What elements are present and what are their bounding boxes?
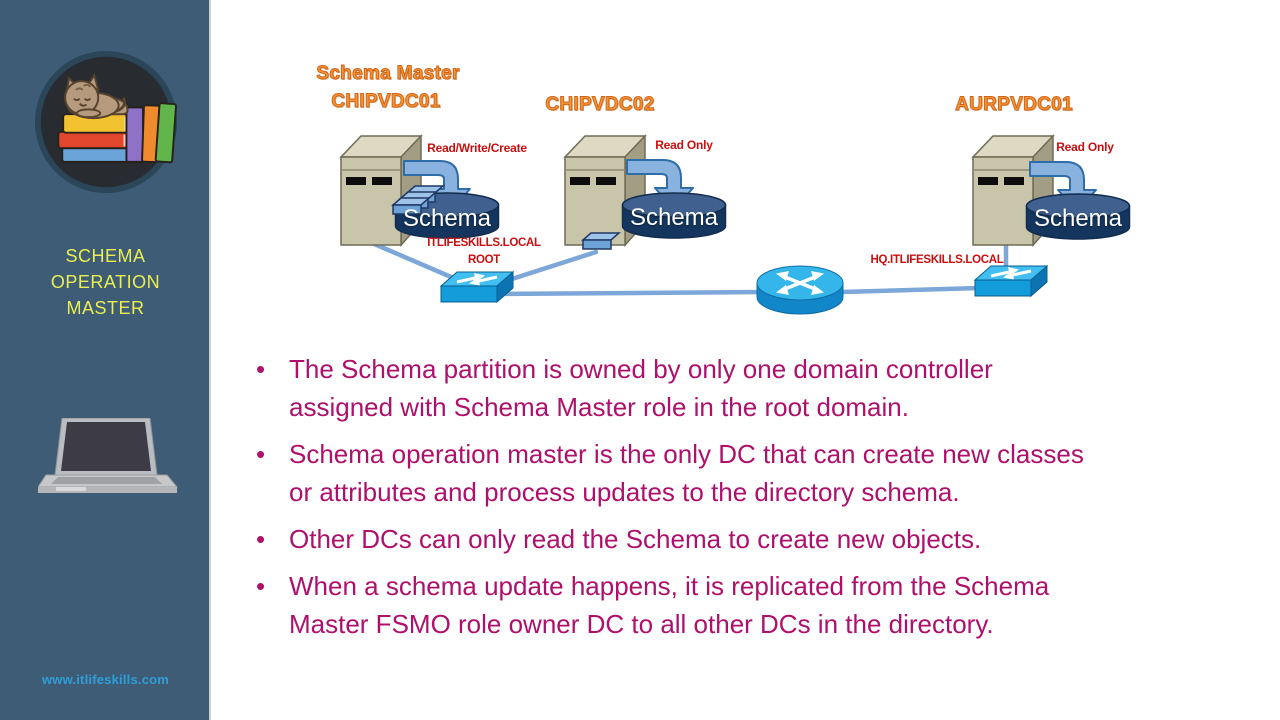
server1-access-label: Read/Write/Create <box>427 141 527 155</box>
bullet-item: Other DCs can only read the Schema to cr… <box>256 520 1186 558</box>
bullet-text: When a schema update happens, it is repl… <box>289 571 1050 601</box>
bullet-item: Schema operation master is the only DC t… <box>256 435 1186 511</box>
laptop-svg <box>37 417 179 493</box>
laptop-image <box>37 417 179 503</box>
network-diagram <box>340 135 1131 316</box>
sidebar-title: SCHEMA OPERATION MASTER <box>0 243 211 321</box>
bullet-item: When a schema update happens, it is repl… <box>256 567 1186 643</box>
server1-role-label: Schema Master <box>316 63 460 85</box>
root-domain-label-line2: ROOT <box>467 254 501 266</box>
server3-name-label: AURPVDC01 <box>955 94 1073 116</box>
hq-domain-label: HQ.ITLIFESKILLS.LOCAL <box>870 254 1004 266</box>
bullet-text: or attributes and process updates to the… <box>289 477 960 507</box>
cat-books-logo-svg <box>34 50 178 194</box>
schema-db3-label: Schema <box>1033 205 1123 232</box>
router <box>755 264 845 316</box>
schema-db1-label: Schema <box>402 205 492 232</box>
bullet-text: Master FSMO role owner DC to all other D… <box>289 609 994 639</box>
cat-books-logo <box>33 49 179 195</box>
bullet-list: The Schema partition is owned by only on… <box>256 350 1186 652</box>
schema-db2-label: Schema <box>629 204 719 231</box>
sidebar: SCHEMA OPERATION MASTER www.itlifeskills… <box>0 0 211 720</box>
bullet-text: assigned with Schema Master role in the … <box>289 392 909 422</box>
bullet-text: Other DCs can only read the Schema to cr… <box>289 524 982 554</box>
server2-access-label: Read Only <box>655 138 713 152</box>
website-url: www.itlifeskills.com <box>41 672 170 687</box>
server1-name-label: CHIPVDC01 <box>331 91 441 113</box>
sidebar-title-line: MASTER <box>66 298 145 318</box>
sidebar-title-line: OPERATION <box>50 272 161 292</box>
bullet-text: The Schema partition is owned by only on… <box>289 354 993 384</box>
switch-hq-domain <box>973 264 1049 298</box>
sidebar-title-line: SCHEMA <box>65 246 146 266</box>
bullet-text: Schema operation master is the only DC t… <box>289 439 1084 469</box>
root-domain-label: ITLIFESKILLS.LOCAL <box>427 237 541 249</box>
server3-access-label: Read Only <box>1056 140 1114 154</box>
server2-name-label: CHIPVDC02 <box>545 94 655 116</box>
bullet-item: The Schema partition is owned by only on… <box>256 350 1186 426</box>
switch-root-domain <box>439 270 515 304</box>
